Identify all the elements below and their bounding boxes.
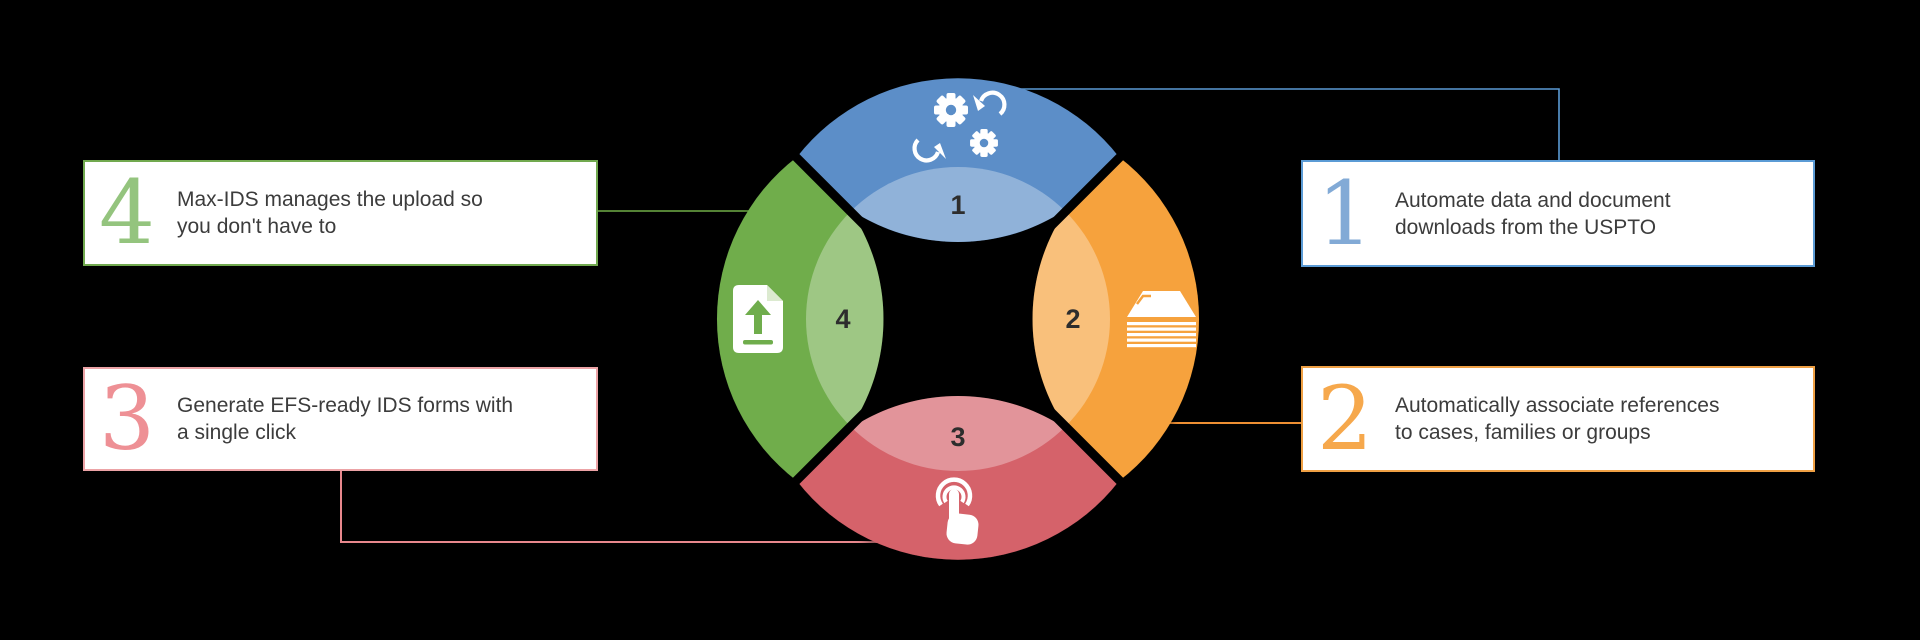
- callout-4-text: Max-IDS manages the upload so you don't …: [177, 188, 483, 238]
- segment-1-number: 1: [950, 190, 965, 220]
- callout-step-3: 3 Generate EFS-ready IDS forms with a si…: [83, 367, 598, 471]
- tap-click-icon: [935, 477, 979, 545]
- segment-3-number: 3: [950, 422, 965, 452]
- segment-4-petal: [716, 157, 884, 481]
- document-upload-icon: [733, 285, 783, 353]
- callout-step-2: 2 Automatically associate references to …: [1301, 366, 1815, 472]
- callout-3-numeral: 3: [99, 367, 155, 471]
- callout-1-text: Automate data and document downloads fro…: [1395, 188, 1671, 239]
- document-stack-icon: [1127, 291, 1196, 348]
- callout-step-1: 1 Automate data and document downloads f…: [1301, 160, 1815, 267]
- segment-2-number: 2: [1065, 304, 1080, 334]
- callout-2-text: Automatically associate references to ca…: [1395, 394, 1720, 444]
- segment-4-number: 4: [835, 304, 850, 334]
- segment-gaps: [767, 128, 1149, 510]
- callout-step-4: 4 Max-IDS manages the upload so you don'…: [83, 160, 598, 266]
- segment-1-petal: [797, 78, 1119, 242]
- callout-3-text: Generate EFS-ready IDS forms with a sing…: [177, 394, 514, 444]
- callout-3-connector: [340, 471, 882, 543]
- callout-1-connector: [1020, 88, 1560, 160]
- segment-2-petal: [1032, 157, 1200, 481]
- callout-4-numeral: 4: [99, 161, 155, 265]
- callout-1-numeral: 1: [1317, 161, 1373, 265]
- gears-sync-icon: [912, 90, 1007, 163]
- callout-2-numeral: 2: [1317, 367, 1373, 471]
